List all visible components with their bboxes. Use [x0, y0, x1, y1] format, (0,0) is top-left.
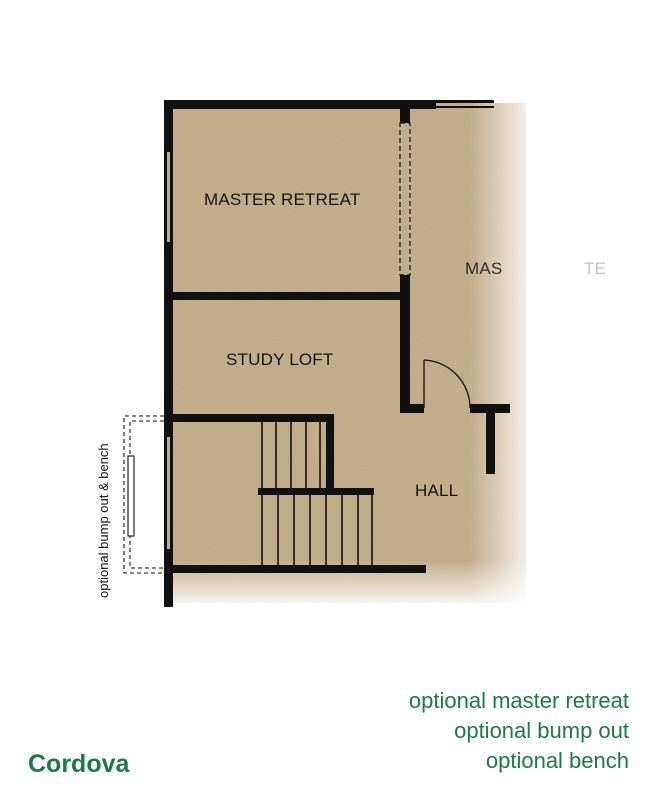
- stairs: [261, 422, 373, 565]
- room-label-master-suite-partial: MAS: [465, 259, 503, 278]
- option-item-master-retreat: optional master retreat: [408, 688, 629, 713]
- options-list: optional master retreat optional bump ou…: [409, 686, 629, 776]
- bump-out-annotation: optional bump out & bench: [96, 443, 111, 598]
- walls: [164, 100, 510, 607]
- floor-area: [160, 100, 540, 610]
- room-label-master-retreat: MASTER RETREAT: [204, 190, 361, 209]
- option-item-bump-out: optional bump out: [454, 718, 629, 743]
- door-swing: [423, 359, 471, 409]
- optional-retreat-opening: [399, 122, 411, 276]
- option-item-bench: optional bench: [485, 748, 629, 773]
- room-label-hall: HALL: [415, 481, 459, 500]
- plan-name: Cordova: [28, 750, 130, 778]
- room-label-study-loft: STUDY LOFT: [226, 350, 334, 369]
- optional-bench: [127, 455, 135, 537]
- room-label-master-suite-partial-2: TE: [584, 259, 607, 278]
